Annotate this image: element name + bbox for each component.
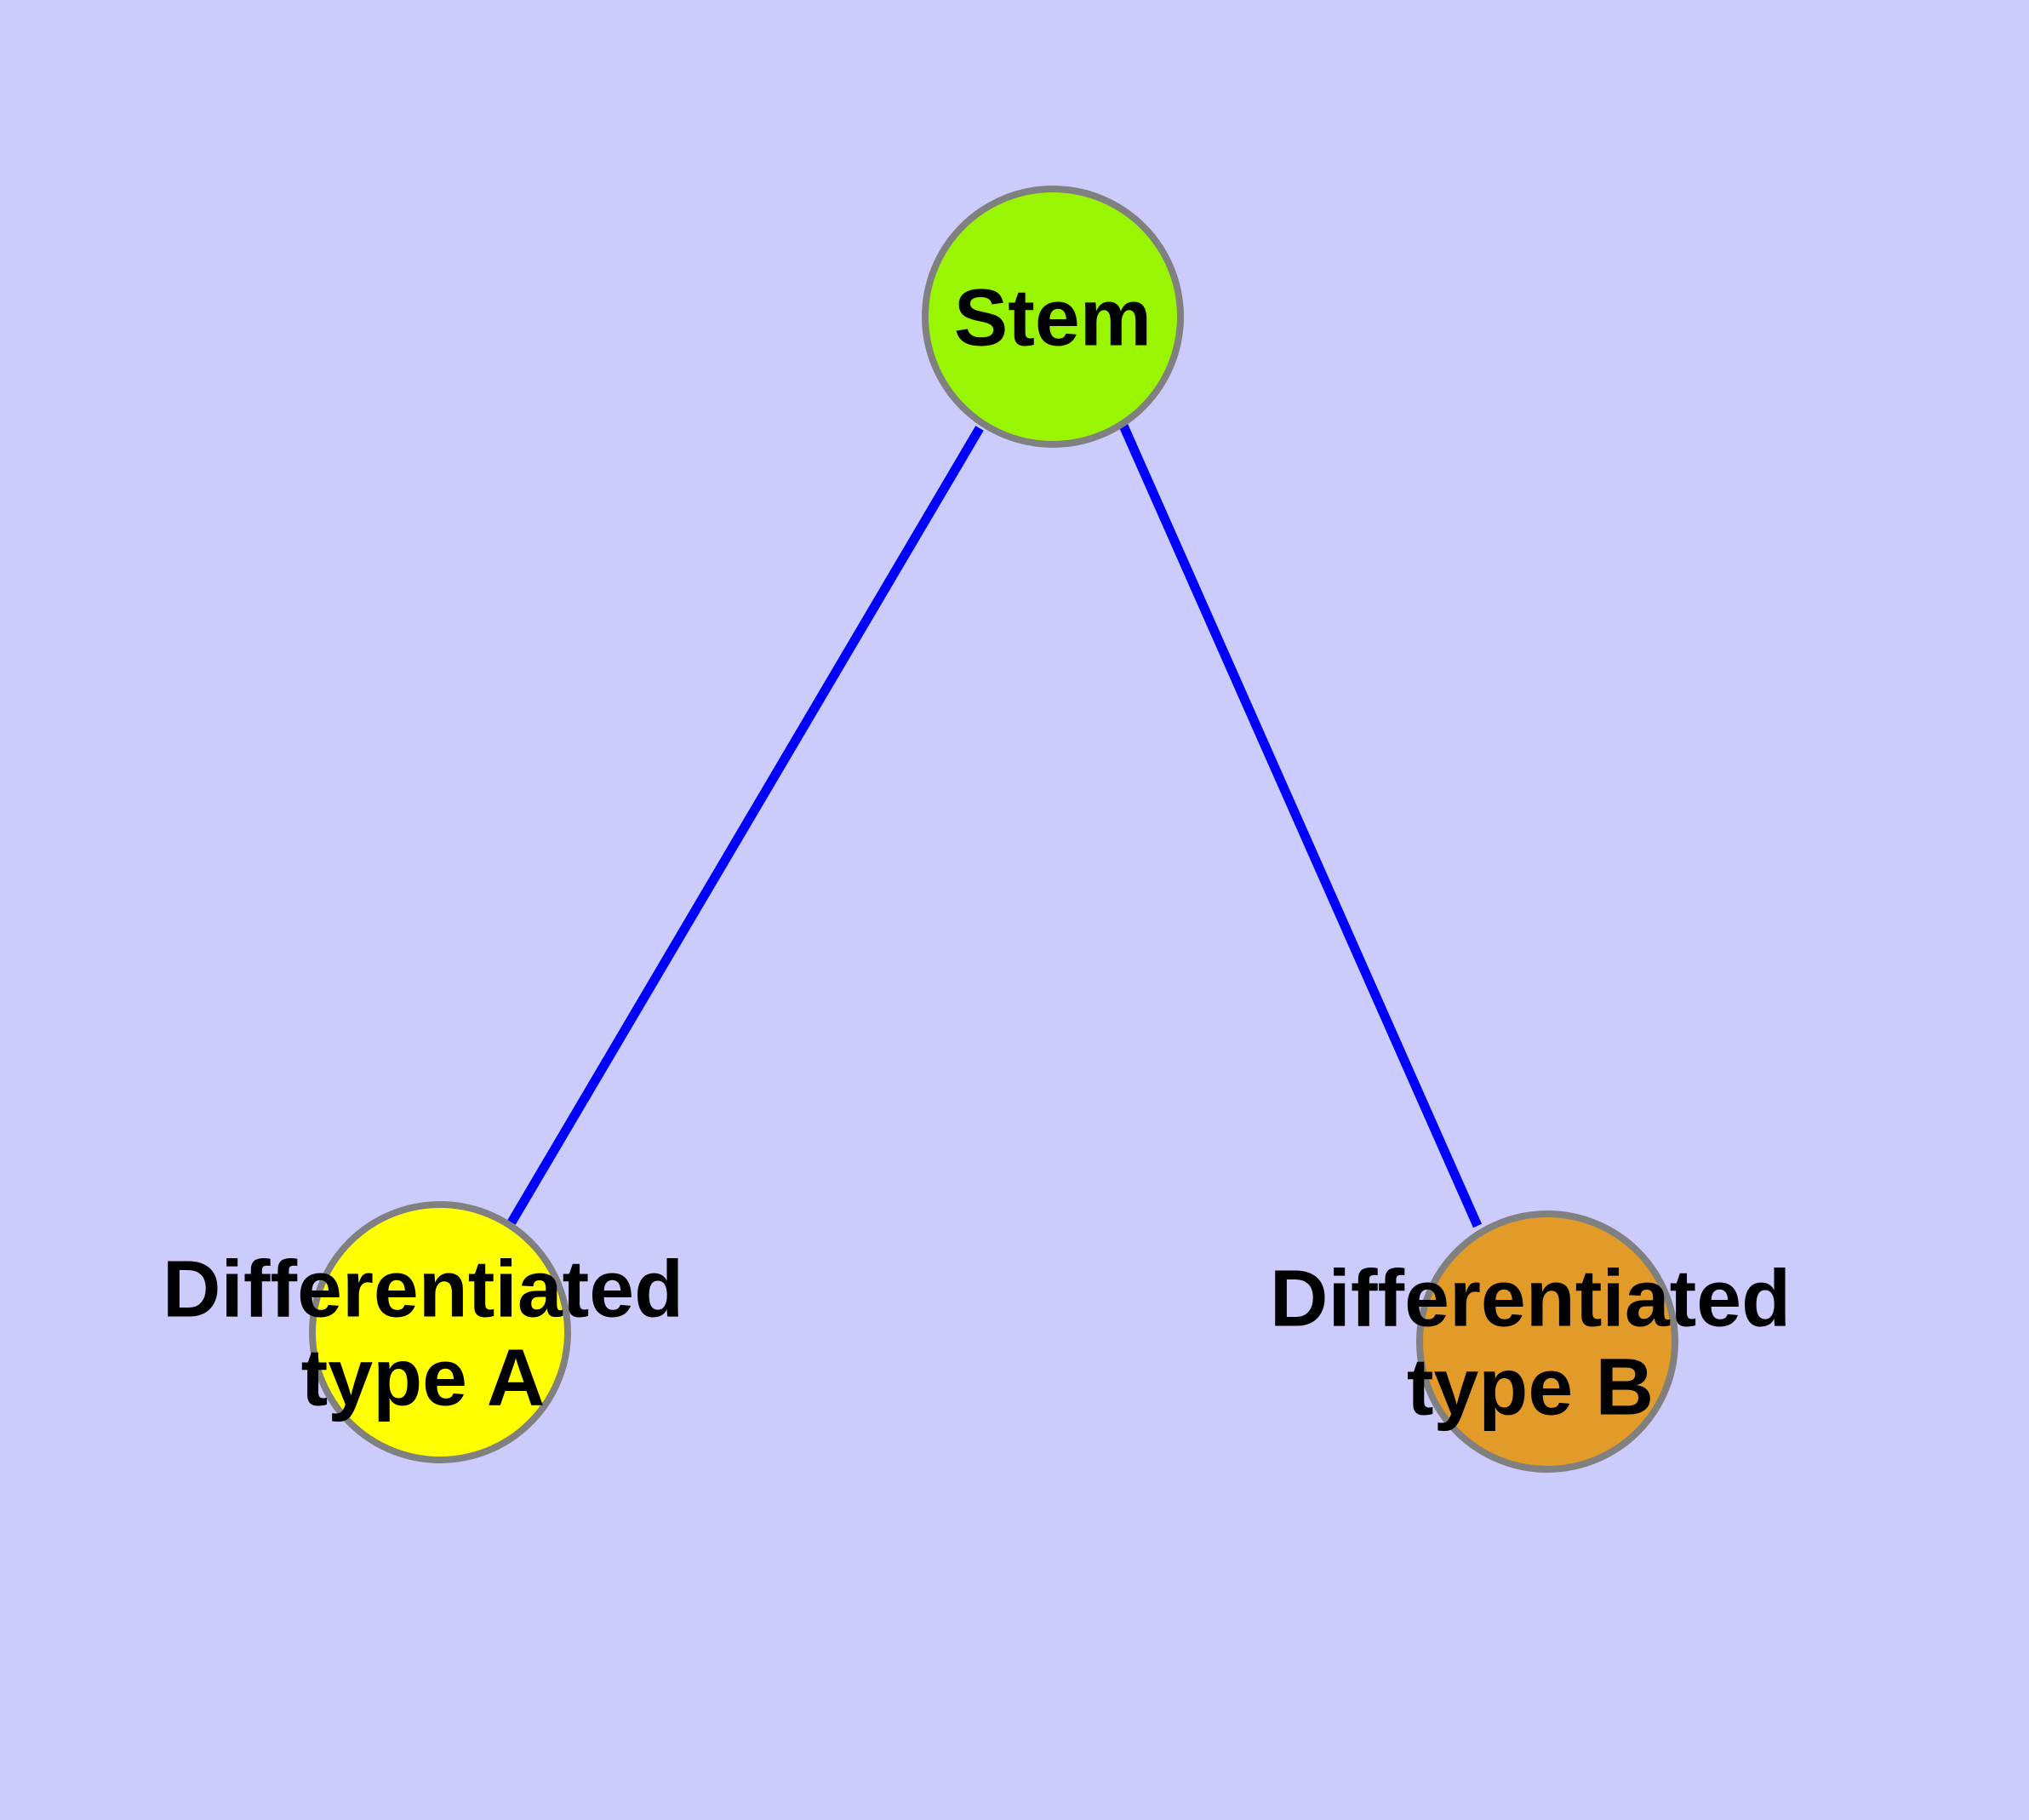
graph-node-diff_b[interactable] <box>1416 1210 1678 1473</box>
node-label-line: type A <box>301 1332 546 1422</box>
graph-node-diff_a[interactable] <box>309 1201 571 1463</box>
graph-node-stem[interactable] <box>922 186 1184 448</box>
node-label-line: Stem <box>954 272 1152 363</box>
node-label-line: type B <box>1407 1342 1654 1432</box>
node-label-stem: Stem <box>954 272 1152 363</box>
node-label-line: Differentiated <box>163 1244 683 1334</box>
node-label-line: Differentiated <box>1270 1253 1791 1343</box>
graph-edge-stem-to-diff-a[interactable] <box>507 426 984 1225</box>
nodes-layer <box>309 186 1678 1473</box>
edges-layer <box>507 423 1483 1228</box>
graph-edge-stem-to-diff-b[interactable] <box>1118 423 1483 1228</box>
